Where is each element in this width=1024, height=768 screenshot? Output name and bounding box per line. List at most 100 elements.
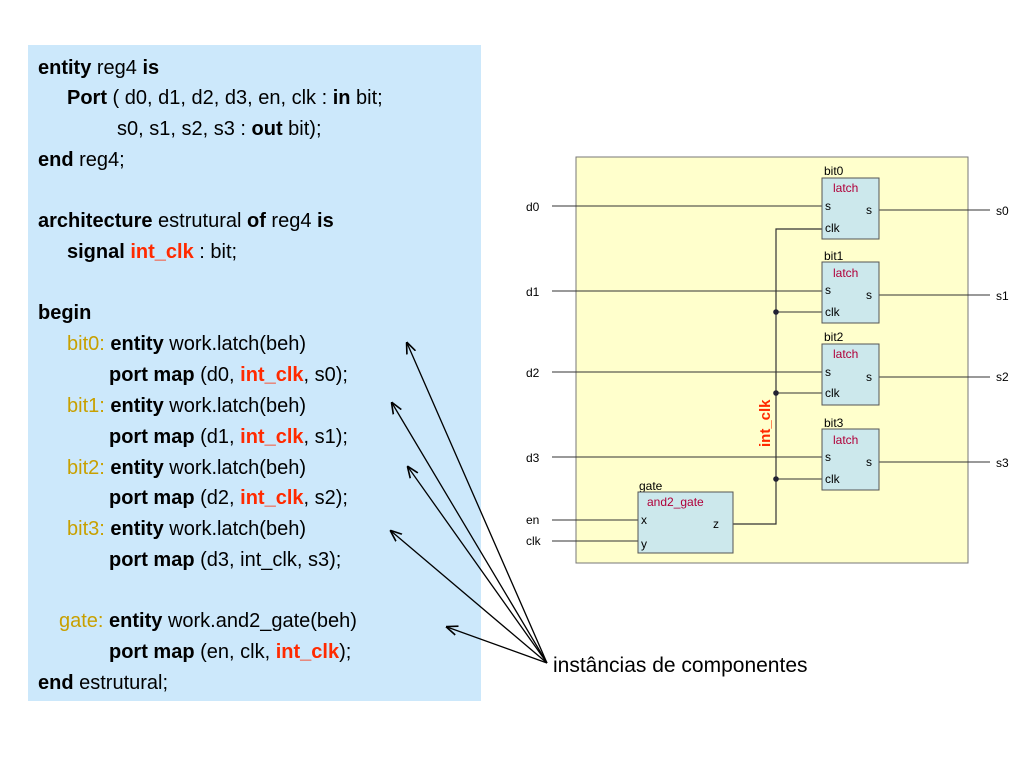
code-text: work.and2_gate(beh) xyxy=(162,610,357,632)
code-text: work.latch(beh) xyxy=(163,333,306,355)
input-label-d2: d2 xyxy=(526,366,540,380)
latch-type: latch xyxy=(833,266,858,280)
keyword: port map xyxy=(109,426,195,448)
output-label-s1: s1 xyxy=(996,289,1009,303)
input-label-en: en xyxy=(526,513,539,527)
code-text: reg4 xyxy=(265,210,318,232)
code-text: (en, clk, xyxy=(194,641,276,663)
latch-type: latch xyxy=(833,347,858,361)
code-text: estrutural xyxy=(152,210,247,232)
gate-port-x: x xyxy=(641,513,647,527)
signal-name: int_clk xyxy=(240,364,304,386)
output-label-s3: s3 xyxy=(996,456,1009,470)
latch-type: latch xyxy=(833,433,858,447)
code-text: bit); xyxy=(282,118,322,140)
keyword: port map xyxy=(109,364,195,386)
output-label-s2: s2 xyxy=(996,370,1009,384)
code-line-end-architecture: end estrutural; xyxy=(38,671,168,695)
input-label-clk: clk xyxy=(526,534,542,548)
code-text: work.latch(beh) xyxy=(163,395,306,417)
code-text: ); xyxy=(339,641,352,663)
code-text: bit; xyxy=(350,87,383,109)
latch-instance-name: bit3 xyxy=(824,416,844,430)
code-line-end-entity: end reg4; xyxy=(38,148,125,172)
keyword: port map xyxy=(109,641,195,663)
keyword: in xyxy=(332,87,351,109)
code-text: , s2); xyxy=(303,487,348,509)
code-line-portmap-bit3: port map (d3, int_clk, s3); xyxy=(109,548,341,572)
code-line-begin: begin xyxy=(38,301,91,325)
code-line-instance-bit3: bit3: entity work.latch(beh) xyxy=(67,517,306,541)
output-label-s0: s0 xyxy=(996,204,1009,218)
latch-instance-name: bit0 xyxy=(824,164,844,178)
keyword: entity xyxy=(110,457,164,479)
signal-name: int_clk xyxy=(275,641,340,663)
keyword: entity xyxy=(110,395,164,417)
code-line-portmap-bit1: port map (d1, int_clk, s1); xyxy=(109,425,348,449)
keyword: entity xyxy=(109,610,163,632)
wire-int-clk xyxy=(733,228,822,525)
junction-dot xyxy=(773,390,779,396)
latch-port-out: s xyxy=(866,370,872,384)
code-text: estrutural; xyxy=(73,672,169,694)
latch-block xyxy=(821,261,880,324)
latch-port-clk: clk xyxy=(825,386,841,400)
code-line-instance-bit0: bit0: entity work.latch(beh) xyxy=(67,332,306,356)
latch-port-in: s xyxy=(825,365,831,379)
code-text: (d1, xyxy=(194,426,241,448)
keyword: is xyxy=(142,57,160,79)
input-label-d1: d1 xyxy=(526,285,540,299)
input-label-d3: d3 xyxy=(526,451,540,465)
instance-label: bit1: xyxy=(67,395,105,417)
latch-instance-name: bit2 xyxy=(824,330,844,344)
latch-port-in: s xyxy=(825,199,831,213)
input-label-d0: d0 xyxy=(526,200,540,214)
latch-instance-name: bit1 xyxy=(824,249,844,263)
code-text: (d2, xyxy=(194,487,241,509)
code-text: , s0); xyxy=(303,364,348,386)
signal-name: int_clk xyxy=(240,426,304,448)
keyword: out xyxy=(251,118,283,140)
junction-dot xyxy=(773,309,779,315)
instance-label: bit3: xyxy=(67,518,105,540)
keyword: signal xyxy=(67,241,125,263)
keyword: of xyxy=(246,210,266,232)
instance-label: bit2: xyxy=(67,457,105,479)
instance-label: gate: xyxy=(59,610,104,632)
gate-block xyxy=(637,491,734,554)
code-text: (d0, xyxy=(194,364,241,386)
code-line-entity: entity reg4 is xyxy=(38,56,159,80)
arrow-bit0 xyxy=(407,343,548,664)
int-clk-label: int_clk xyxy=(757,399,774,447)
code-text: : bit; xyxy=(193,241,238,263)
code-line-portmap-bit2: port map (d2, int_clk, s2); xyxy=(109,486,348,510)
signal-name: int_clk xyxy=(130,241,194,263)
latch-port-out: s xyxy=(866,288,872,302)
keyword: port map xyxy=(109,549,195,571)
arrow-bit2 xyxy=(408,467,548,664)
code-text: ( d0, d1, d2, d3, en, clk : xyxy=(107,87,333,109)
callout-label: instâncias de componentes xyxy=(553,654,808,677)
code-line-portmap-bit0: port map (d0, int_clk, s0); xyxy=(109,363,348,387)
keyword: entity xyxy=(110,333,164,355)
code-text: work.latch(beh) xyxy=(163,457,306,479)
keyword: end xyxy=(38,149,74,171)
gate-port-y: y xyxy=(641,537,647,551)
keyword: port map xyxy=(109,487,195,509)
arrow-bit1 xyxy=(392,403,548,664)
latch-port-in: s xyxy=(825,283,831,297)
latch-block xyxy=(821,177,880,240)
latch-type: latch xyxy=(833,181,858,195)
gate-instance-name: gate xyxy=(639,479,663,493)
code-line-port: Port ( d0, d1, d2, d3, en, clk : in bit; xyxy=(67,86,383,110)
latch-port-in: s xyxy=(825,450,831,464)
latch-port-out: s xyxy=(866,455,872,469)
arrow-bit3 xyxy=(391,531,548,664)
code-text: , s1); xyxy=(303,426,348,448)
circuit-panel xyxy=(575,156,969,564)
latch-port-clk: clk xyxy=(825,221,841,235)
code-line-portmap-gate: port map (en, clk, int_clk); xyxy=(109,640,351,664)
code-text: s0, s1, s2, s3 : xyxy=(117,118,252,140)
arrow-gate xyxy=(447,627,548,664)
